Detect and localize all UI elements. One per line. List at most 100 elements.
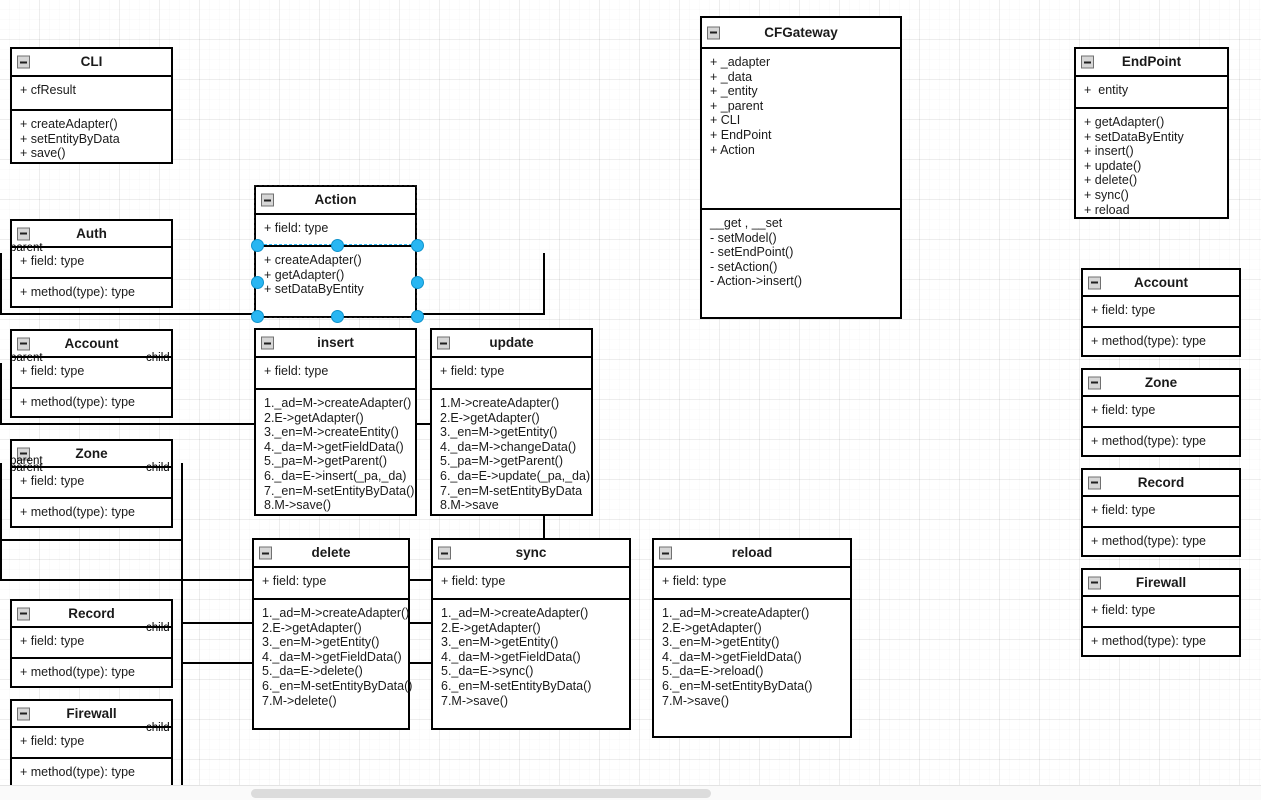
uml-class-auth[interactable]: Auth+ field: type+ method(type): type — [10, 219, 173, 308]
collapse-minus-icon[interactable] — [1088, 476, 1101, 489]
collapse-minus-icon[interactable] — [659, 546, 672, 560]
collapse-minus-icon[interactable] — [437, 336, 450, 350]
class-title-bar[interactable]: CLI — [12, 49, 171, 77]
methods-compartment[interactable]: + method(type): type — [1083, 326, 1239, 355]
uml-class-firewall-right[interactable]: Firewall+ field: type+ method(type): typ… — [1081, 568, 1241, 657]
class-title-bar[interactable]: EndPoint — [1076, 49, 1227, 77]
attributes-compartment[interactable]: + field: type — [433, 568, 629, 598]
resize-handle[interactable] — [410, 275, 424, 289]
collapse-minus-icon[interactable] — [17, 55, 30, 69]
class-title-bar[interactable]: reload — [654, 540, 850, 568]
class-title-bar[interactable]: delete — [254, 540, 408, 568]
attributes-compartment[interactable]: + field: type — [12, 628, 171, 657]
class-title-bar[interactable]: Record — [12, 601, 171, 628]
collapse-minus-icon[interactable] — [259, 546, 272, 560]
uml-class-record-right[interactable]: Record+ field: type+ method(type): type — [1081, 468, 1241, 557]
attributes-compartment[interactable]: + field: type — [256, 358, 415, 388]
resize-handle[interactable] — [410, 238, 424, 252]
collapse-minus-icon[interactable] — [1088, 576, 1101, 589]
uml-class-zone-left[interactable]: Zone+ field: type+ method(type): type — [10, 439, 173, 528]
horizontal-scrollbar-track[interactable] — [0, 785, 1261, 800]
collapse-minus-icon[interactable] — [438, 546, 451, 560]
methods-compartment[interactable]: + method(type): type — [1083, 526, 1239, 555]
class-title-bar[interactable]: Zone — [12, 441, 171, 468]
methods-compartment[interactable]: + createAdapter()+ setEntityByData+ save… — [12, 109, 171, 167]
attributes-compartment[interactable]: + field: type — [256, 215, 415, 245]
resize-handle[interactable] — [330, 309, 344, 323]
uml-class-account-right[interactable]: Account+ field: type+ method(type): type — [1081, 268, 1241, 357]
uml-class-account-left[interactable]: Account+ field: type+ method(type): type — [10, 329, 173, 418]
attributes-compartment[interactable]: + field: type — [254, 568, 408, 598]
resize-handle[interactable] — [250, 309, 264, 323]
methods-compartment[interactable]: + method(type): type — [12, 387, 171, 416]
attributes-compartment[interactable]: + field: type — [1083, 397, 1239, 426]
class-title-bar[interactable]: Account — [12, 331, 171, 358]
association-line[interactable] — [0, 253, 2, 315]
uml-class-record-left[interactable]: Record+ field: type+ method(type): type — [10, 599, 173, 688]
class-title-bar[interactable]: update — [432, 330, 591, 358]
uml-class-action[interactable]: Action+ field: type+ createAdapter()+ ge… — [254, 185, 417, 318]
class-title-bar[interactable]: Firewall — [1083, 570, 1239, 597]
attributes-compartment[interactable]: + field: type — [12, 468, 171, 497]
resize-handle[interactable] — [250, 238, 264, 252]
uml-class-zone-right[interactable]: Zone+ field: type+ method(type): type — [1081, 368, 1241, 457]
attributes-compartment[interactable]: + field: type — [432, 358, 591, 388]
attributes-compartment[interactable]: + field: type — [654, 568, 850, 598]
methods-compartment[interactable]: + method(type): type — [12, 277, 171, 306]
attributes-compartment[interactable]: + field: type — [12, 248, 171, 277]
resize-handle[interactable] — [410, 309, 424, 323]
class-title-bar[interactable]: insert — [256, 330, 415, 358]
class-title-bar[interactable]: sync — [433, 540, 629, 568]
methods-compartment[interactable]: 1._ad=M->createAdapter()2.E->getAdapter(… — [254, 598, 412, 714]
class-title-bar[interactable]: Auth — [12, 221, 171, 248]
uml-class-firewall-left[interactable]: Firewall+ field: type+ method(type): typ… — [10, 699, 173, 788]
association-line[interactable] — [543, 471, 545, 581]
class-title-bar[interactable]: Firewall — [12, 701, 171, 728]
methods-compartment[interactable]: 1._ad=M->createAdapter()2.E->getAdapter(… — [654, 598, 850, 714]
collapse-minus-icon[interactable] — [17, 337, 30, 350]
class-title-bar[interactable]: Account — [1083, 270, 1239, 297]
methods-compartment[interactable]: + method(type): type — [12, 757, 171, 786]
class-title-bar[interactable]: Zone — [1083, 370, 1239, 397]
collapse-minus-icon[interactable] — [1088, 376, 1101, 389]
association-line[interactable] — [543, 253, 545, 315]
collapse-minus-icon[interactable] — [1088, 276, 1101, 289]
methods-compartment[interactable]: + method(type): type — [1083, 626, 1239, 655]
uml-class-endpoint[interactable]: EndPoint+ entity+ getAdapter()+ setDataB… — [1074, 47, 1229, 219]
attributes-compartment[interactable]: + field: type — [12, 728, 171, 757]
attributes-compartment[interactable]: + field: type — [1083, 497, 1239, 526]
attributes-compartment[interactable]: + field: type — [1083, 597, 1239, 626]
collapse-minus-icon[interactable] — [261, 193, 274, 207]
collapse-minus-icon[interactable] — [1081, 55, 1094, 69]
methods-compartment[interactable]: + getAdapter()+ setDataByEntity+ insert(… — [1076, 107, 1227, 223]
resize-handle[interactable] — [330, 238, 344, 252]
methods-compartment[interactable]: + method(type): type — [12, 497, 171, 526]
methods-compartment[interactable]: + method(type): type — [12, 657, 171, 686]
class-title-bar[interactable]: Record — [1083, 470, 1239, 497]
collapse-minus-icon[interactable] — [17, 607, 30, 620]
collapse-minus-icon[interactable] — [17, 447, 30, 460]
attributes-compartment[interactable]: + field: type — [12, 358, 171, 387]
methods-compartment[interactable]: + method(type): type — [1083, 426, 1239, 455]
attributes-compartment[interactable]: + _adapter+ _data+ _entity+ _parent+ CLI… — [702, 49, 900, 208]
methods-compartment[interactable]: 1._ad=M->createAdapter()2.E->getAdapter(… — [256, 388, 415, 519]
methods-compartment[interactable]: + createAdapter()+ getAdapter()+ setData… — [256, 245, 415, 303]
methods-compartment[interactable]: __get , __set- setModel()- setEndPoint()… — [702, 208, 900, 295]
association-line[interactable] — [0, 471, 2, 581]
resize-handle[interactable] — [250, 275, 264, 289]
horizontal-scrollbar-thumb[interactable] — [251, 789, 711, 798]
attributes-compartment[interactable]: + field: type — [1083, 297, 1239, 326]
attributes-compartment[interactable]: + entity — [1076, 77, 1227, 107]
association-line[interactable] — [0, 539, 183, 541]
association-line[interactable] — [181, 463, 183, 541]
association-line[interactable] — [0, 363, 2, 425]
association-line[interactable] — [181, 539, 183, 791]
attributes-compartment[interactable]: + cfResult — [12, 77, 171, 109]
collapse-minus-icon[interactable] — [17, 707, 30, 720]
